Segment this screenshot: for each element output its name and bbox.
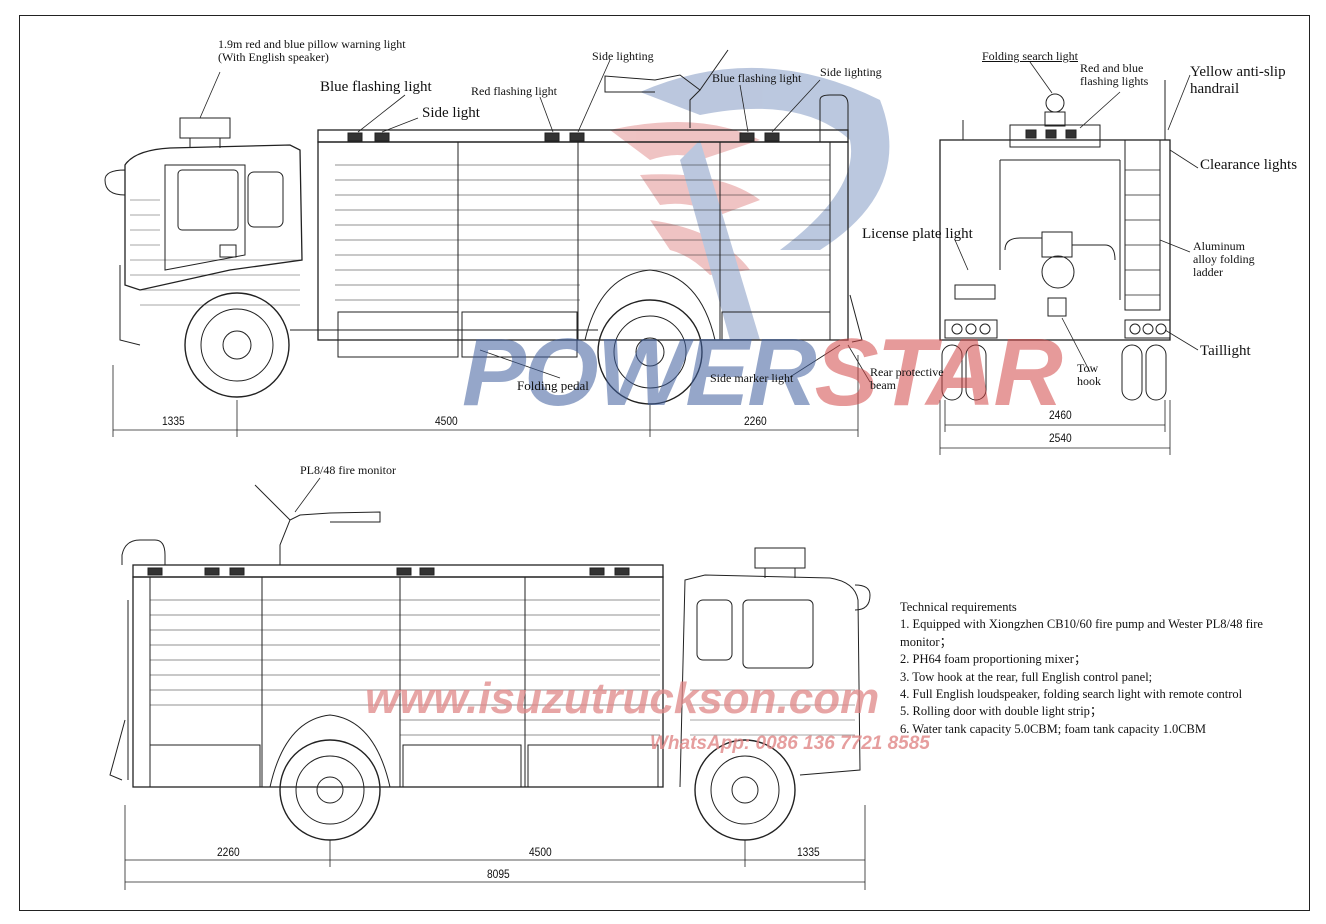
- dim-bottom-wheelbase: 4500: [529, 845, 552, 859]
- label-clearance: Clearance lights: [1200, 157, 1298, 173]
- dim-top-rear-overhang: 2260: [744, 414, 767, 428]
- label-side-marker: Side marker light: [710, 371, 794, 385]
- dim-top-front-overhang: 1335: [162, 414, 185, 428]
- drawing-frame: [19, 15, 1310, 911]
- tech-title: Technical requirements: [900, 600, 1017, 614]
- dim-bottom-rear-overhang: 2260: [217, 845, 240, 859]
- label-fire-monitor: PL8/48 fire monitor: [300, 463, 396, 477]
- rear-view-truck: [939, 80, 1171, 401]
- watermark-brand-blue: POWER: [462, 319, 817, 426]
- label-side-lighting-2: Side lighting: [820, 65, 882, 79]
- label-side-lighting-1: Side lighting: [592, 49, 654, 63]
- label-blue-flashing-2: Blue flashing light: [712, 71, 802, 85]
- label-red-blue-flashing: Red and blue flashing lights: [1080, 61, 1149, 88]
- tech-item: 2. PH64 foam proportioning mixer；: [900, 652, 1087, 667]
- label-blue-flashing-1: Blue flashing light: [320, 79, 432, 95]
- bottom-leader-lines: [294, 477, 321, 513]
- label-taillight: Taillight: [1200, 343, 1251, 359]
- watermark-whatsapp: WhatsApp: 0086 136 7721 8585: [650, 733, 930, 754]
- top-dimension-lines: [112, 355, 859, 437]
- rear-dimension-lines: [939, 400, 1171, 455]
- bottom-dimension-lines: [124, 805, 866, 890]
- tech-item: 3. Tow hook at the rear, full English co…: [900, 669, 1153, 684]
- label-rear-beam: Rear protective beam: [870, 365, 944, 392]
- label-handrail: Yellow anti-slip handrail: [1190, 64, 1286, 97]
- dim-bottom-front-overhang: 1335: [797, 845, 820, 859]
- label-folding-pedal: Folding pedal: [517, 378, 589, 393]
- label-folding-search: Folding search light: [982, 49, 1078, 63]
- label-side-light: Side light: [422, 105, 480, 121]
- rear-leader-lines: [954, 61, 1199, 373]
- technical-requirements: Technical requirements 1. Equipped with …: [900, 599, 1295, 738]
- watermark-brand: POWERSTAR: [462, 325, 1063, 421]
- label-pillow-light: 1.9m red and blue pillow warning light (…: [218, 37, 406, 64]
- label-red-flashing: Red flashing light: [471, 84, 557, 98]
- tech-item: 6. Water tank capacity 5.0CBM; foam tank…: [900, 721, 1206, 736]
- top-leader-lines: [199, 59, 871, 383]
- bottom-side-view-truck: [109, 484, 871, 841]
- label-tow-hook: Tow hook: [1077, 361, 1101, 388]
- watermark-brand-red: STAR: [814, 319, 1063, 426]
- label-ladder: Aluminum alloy folding ladder: [1193, 239, 1255, 279]
- tech-item: 4. Full English loudspeaker, folding sea…: [900, 687, 1243, 702]
- dim-rear-track: 2460: [1049, 408, 1072, 422]
- dim-bottom-total-length: 8095: [487, 867, 510, 881]
- dim-top-wheelbase: 4500: [435, 414, 458, 428]
- top-side-view-truck: [104, 49, 863, 405]
- tech-item: 5. Rolling door with double light strip；: [900, 704, 1103, 719]
- watermark-url: www.isuzutruckson.com: [365, 674, 880, 723]
- tech-item: 1. Equipped with Xiongzhen CB10/60 fire …: [900, 617, 1267, 649]
- label-license-plate: License plate light: [862, 226, 973, 242]
- dim-rear-width: 2540: [1049, 431, 1072, 445]
